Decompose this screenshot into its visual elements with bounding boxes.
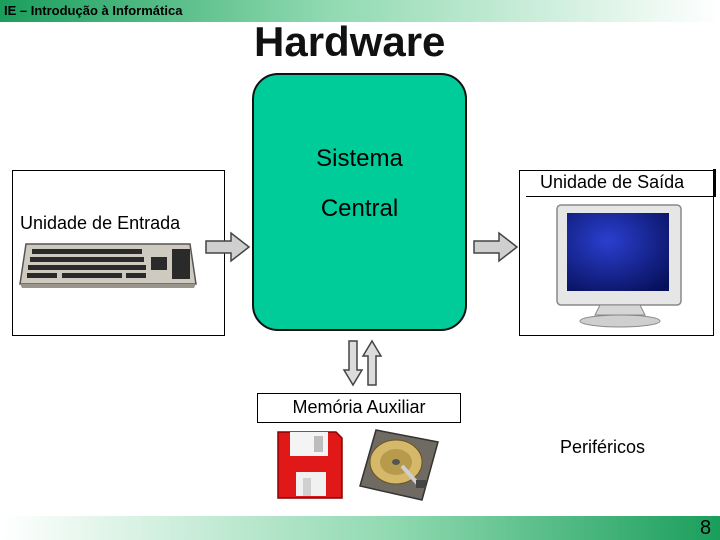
input-unit-label: Unidade de Entrada bbox=[20, 213, 181, 233]
arrow-memory-to-central bbox=[361, 339, 383, 386]
peripherals-label: Periféricos bbox=[560, 437, 646, 457]
central-system-box bbox=[252, 73, 467, 331]
footer-band bbox=[0, 516, 720, 540]
floppy-disk-icon bbox=[277, 431, 343, 499]
slide-title: Hardware bbox=[254, 18, 446, 65]
central-system-label-line2: Central bbox=[320, 195, 399, 222]
central-system-label-line1: Sistema bbox=[316, 145, 403, 172]
aux-memory-label: Memória Auxiliar bbox=[292, 397, 426, 417]
arrow-central-to-output bbox=[473, 231, 519, 263]
page-number: 8 bbox=[700, 517, 712, 539]
arrow-central-to-memory bbox=[342, 340, 364, 387]
keyboard-icon bbox=[19, 243, 197, 288]
hard-drive-icon bbox=[359, 429, 439, 501]
course-title: IE – Introdução à Informática bbox=[4, 3, 183, 18]
aux-memory-box bbox=[257, 393, 461, 423]
output-unit-label-frame bbox=[526, 169, 716, 197]
arrow-input-to-central bbox=[205, 231, 251, 263]
output-unit-label: Unidade de Saída bbox=[540, 172, 685, 192]
header-band bbox=[0, 0, 720, 22]
monitor-icon bbox=[556, 204, 682, 328]
